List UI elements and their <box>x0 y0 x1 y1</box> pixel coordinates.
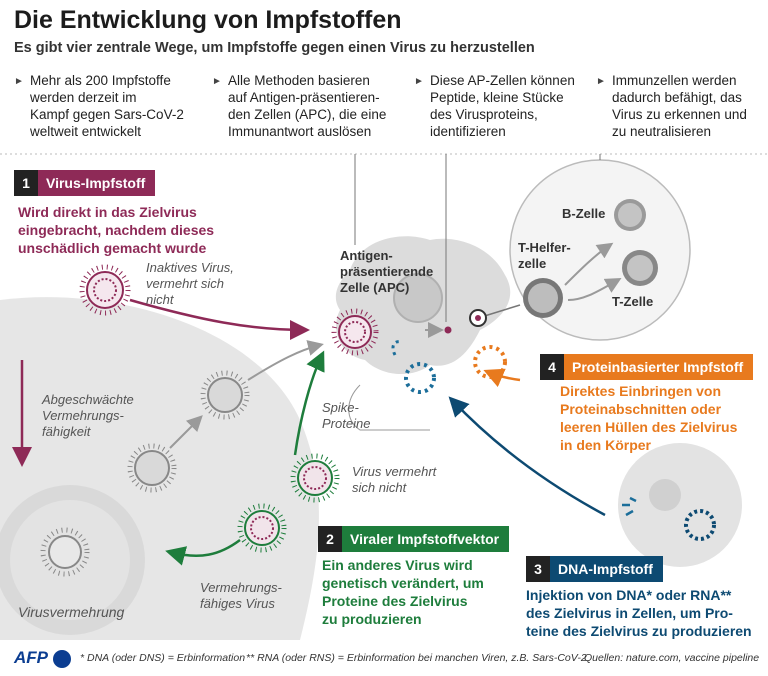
page-subtitle: Es gibt vier zentrale Wege, um Impfstoff… <box>14 40 535 56</box>
attenuated-virus-2 <box>127 443 177 493</box>
label-spike-proteins: Spike- Proteine <box>322 400 371 431</box>
page-title: Die Entwicklung von Impfstoffen <box>14 6 402 34</box>
method-4-description: Direktes Einbringen von Proteinabschnitt… <box>560 383 738 453</box>
triangle-icon: ► <box>414 76 424 87</box>
label-replicating-virus: Vermehrungs- fähiges Virus <box>200 580 282 611</box>
method-2-badge: 2 Viraler Impfstoffvektor <box>318 526 510 552</box>
attenuated-virus-1 <box>200 370 250 420</box>
afp-logo: AFP <box>14 648 48 667</box>
label-b-cell: B-Zelle <box>562 206 606 221</box>
label-virus-replication: Virusvermehrung <box>18 604 125 620</box>
triangle-icon: ► <box>14 76 24 87</box>
label-t-cell: T-Zelle <box>612 294 654 309</box>
replicating-virus <box>40 527 90 577</box>
method-4-badge: 4 Proteinbasierter Impfstoff <box>540 354 754 380</box>
afp-logo-mark <box>53 650 71 668</box>
dna-virus <box>684 509 716 541</box>
dna-target-cell <box>618 443 742 567</box>
method-3-badge: 3 DNA-Impfstoff <box>526 556 663 582</box>
apc-virus <box>331 308 379 356</box>
vector-virus-1 <box>290 453 340 503</box>
apc-nucleus <box>393 273 443 323</box>
vector-virus-2 <box>237 503 287 553</box>
label-inactive-virus: Inaktives Virus, vermehrt sich nicht <box>146 260 234 307</box>
spike-proteins-ring <box>404 362 436 394</box>
footnote-rna: ** RNA (oder RNS) = Erbinformation bei m… <box>246 652 587 664</box>
method-3-description: Injektion von DNA* oder RNA** des Zielvi… <box>526 587 752 639</box>
label-virus-no-replication: Virus vermehrt sich nicht <box>352 464 437 495</box>
triangle-icon: ► <box>212 76 222 87</box>
footnote-dna: * DNA (oder DNS) = Erbinformation <box>80 652 246 664</box>
label-t-helper: T-Helfer- zelle <box>518 240 571 271</box>
sources: Quellen: nature.com, vaccine pipeline <box>584 652 760 664</box>
label-apc: Antigen- präsentierende Zelle (APC) <box>340 248 434 295</box>
method-1-description: Wird direkt in das Zielvirus eingebracht… <box>18 204 215 256</box>
method-2-description: Ein anderes Virus wird genetisch verände… <box>322 557 484 627</box>
inactive-virus <box>79 264 131 316</box>
triangle-icon: ► <box>596 76 606 87</box>
label-attenuated: Abgeschwächte Vermehrungs- fähigkeit <box>42 392 134 439</box>
method-1-badge: 1 Virus-Impfstoff <box>14 170 156 196</box>
